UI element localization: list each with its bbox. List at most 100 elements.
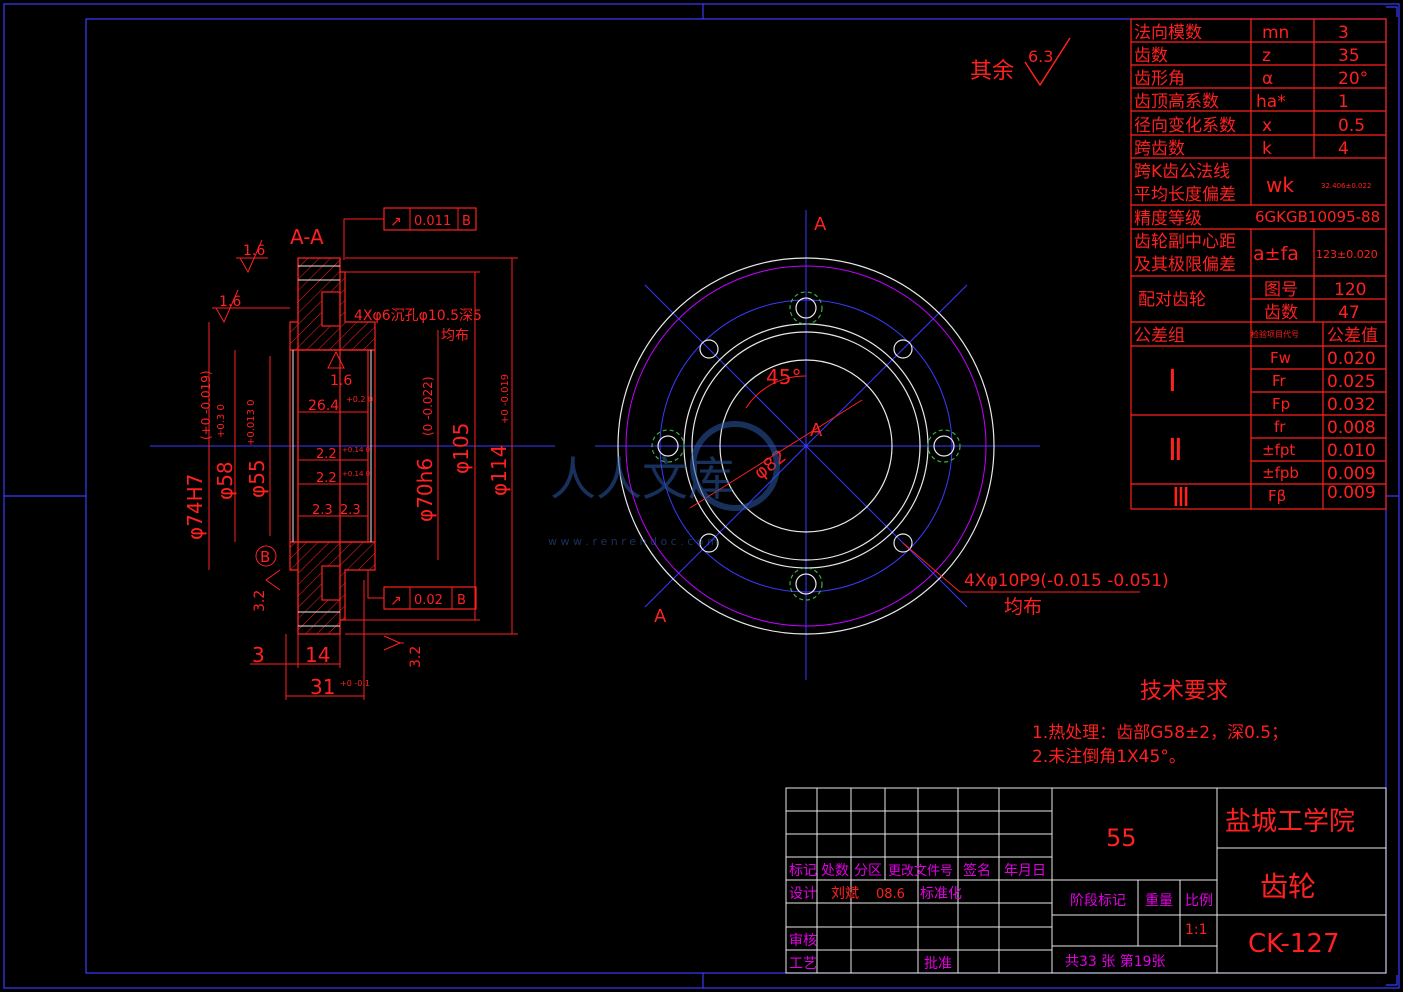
svg-text:法向模数: 法向模数 [1134,23,1202,43]
tolerance-group-3: Ⅲ [1172,483,1190,513]
mating-gear-row: 配对齿轮 图号 120 齿数 47 [1138,280,1366,323]
section-view: A-A ↗ 0.011 B ↗ 0.02 B 1.6 1.6 1.6 [150,207,555,700]
dim-bore-74: φ74H7 [183,474,207,540]
tolerance-group-1: Ⅰ [1168,364,1177,399]
title-block [785,787,1387,974]
tb-process-label: 工艺 [789,956,817,972]
tolerance-row: Fr 0.025 [1272,372,1376,392]
pin-hole-note: 4Xφ10P9(-0.015 -0.051) [964,571,1169,591]
svg-text:3.2: 3.2 [252,590,268,612]
roughness-mark: 3.2 [383,635,424,668]
dim-105: φ105 [449,423,473,474]
surface-finish-default: 其余 6.3 [970,37,1071,87]
svg-text:人人文库: 人人文库 [550,452,734,506]
tb-scale: 1:1 [1185,922,1208,938]
svg-text:图号: 图号 [1264,280,1298,300]
svg-text:其余: 其余 [970,59,1014,84]
tb-weight-label: 重量 [1145,893,1173,909]
svg-text:mn: mn [1262,23,1289,43]
dim-114-tol: +0 -0.019 [500,374,511,424]
svg-text:Fr: Fr [1272,372,1287,390]
tb-head: 更改文件号 [888,864,953,879]
param-row: 齿顶高系数 ha* 1 [1134,92,1349,112]
svg-text:0.009: 0.009 [1327,464,1376,484]
dim-58: φ58 [213,461,237,500]
svg-text:公差值: 公差值 [1327,326,1378,346]
tolerance-row: Fp 0.032 [1272,395,1376,415]
dim-55: φ55 [245,459,269,498]
dim-58-tol: +0.3 0 [216,404,227,438]
tb-std-label: 标准化 [920,886,962,902]
tolerance-group-2: Ⅱ [1168,433,1183,468]
dim-2-2-b: 2.2 [316,471,337,486]
svg-text:1.6: 1.6 [243,243,265,259]
param-row: 齿数 z 35 [1134,46,1360,66]
center-distance-row: 齿轮副中心距 及其极限偏差 a±fa 123±0.020 [1134,232,1378,275]
roughness-mark: 1.6 [212,289,290,324]
svg-text:B: B [260,548,270,566]
svg-text:技术要求: 技术要求 [1140,679,1228,704]
svg-text:4: 4 [1338,139,1349,159]
dim-14: 14 [305,643,330,667]
counterbore-note: 4Xφ6沉孔φ10.5深5 [354,308,482,324]
svg-text:公差组: 公差组 [1134,326,1185,346]
svg-text:1.6: 1.6 [219,294,241,310]
dim-31-tol: +0 -0.1 [340,679,370,688]
tb-head: 分区 [854,863,882,879]
svg-text:↗: ↗ [390,214,402,230]
border-centering-marks [4,4,1399,988]
tolerance-row: Fβ 0.009 [1268,483,1376,505]
svg-text:齿数: 齿数 [1134,46,1168,66]
svg-text:齿顶高系数: 齿顶高系数 [1134,92,1219,112]
datum-b: B [255,545,277,567]
svg-text:6GKGB10095-88: 6GKGB10095-88 [1255,208,1380,226]
svg-text:ha*: ha* [1256,92,1286,112]
svg-text:0.010: 0.010 [1327,441,1376,461]
roughness-mark: 1.6 [327,350,352,389]
dim-55-tol: +0.013 0 [246,399,257,446]
pin-hole-note-even: 均布 [1004,596,1042,618]
svg-text:0.008: 0.008 [1327,418,1376,438]
section-label-a-top: A [814,214,827,235]
tb-head: 签名 [963,862,991,879]
tb-check-label: 审核 [789,933,817,949]
svg-text:Fβ: Fβ [1268,487,1286,505]
svg-text:平均长度偏差: 平均长度偏差 [1134,185,1236,205]
svg-text:B: B [462,214,471,229]
svg-text:齿轮副中心距: 齿轮副中心距 [1134,232,1236,252]
svg-text:径向变化系数: 径向变化系数 [1134,116,1236,136]
param-row: 径向变化系数 x 0.5 [1134,116,1365,136]
tolerance-frame-bottom: ↗ 0.02 B [367,570,477,610]
technical-requirements: 技术要求 1.热处理：齿部G58±2，深0.5； 2.未注倒角1X45°。 [1032,679,1288,767]
corner-marks [1386,6,1398,986]
tolerance-row: Fw 0.020 [1270,349,1376,369]
dim-2-2-b-tol: +0.14 0 [342,470,370,478]
svg-text:0.032: 0.032 [1327,395,1376,415]
svg-text:0.009: 0.009 [1327,483,1376,503]
tb-designer: 刘斌 [831,886,859,902]
param-row: 齿形角 α 20° [1134,69,1368,89]
dim-26-4: 26.4 [308,398,339,414]
svg-text:Fp: Fp [1272,395,1290,413]
dim-31: 31 [310,675,335,699]
svg-text:wk: wk [1266,173,1294,197]
dim-70: φ70h6 [413,458,437,522]
dim-2-2-a-tol: +0.14 0 [342,446,370,454]
svg-text:0.5: 0.5 [1338,116,1365,136]
dim-2-3-b: 2.3 [340,503,361,518]
svg-text:123±0.020: 123±0.020 [1316,248,1378,261]
svg-text:fr: fr [1274,418,1286,436]
section-label-a-bottom: A [654,606,667,627]
tolerance-row: fr 0.008 [1274,418,1376,438]
tb-date: 08.6 [876,887,905,902]
counterbore-note-even: 均布 [441,328,469,344]
svg-text:及其极限偏差: 及其极限偏差 [1134,255,1236,275]
dim-bore-74-tol: (+0 -0.019) [199,370,213,440]
dim-114: φ114 [487,445,511,496]
tolerance-frame-top: ↗ 0.011 B [343,207,477,260]
tolerance-header: 公差组 检验项目代号 公差值 [1134,326,1378,346]
svg-text:0.011: 0.011 [414,214,451,229]
svg-text:检验项目代号: 检验项目代号 [1251,329,1299,339]
svg-text:6.3: 6.3 [1028,47,1053,66]
